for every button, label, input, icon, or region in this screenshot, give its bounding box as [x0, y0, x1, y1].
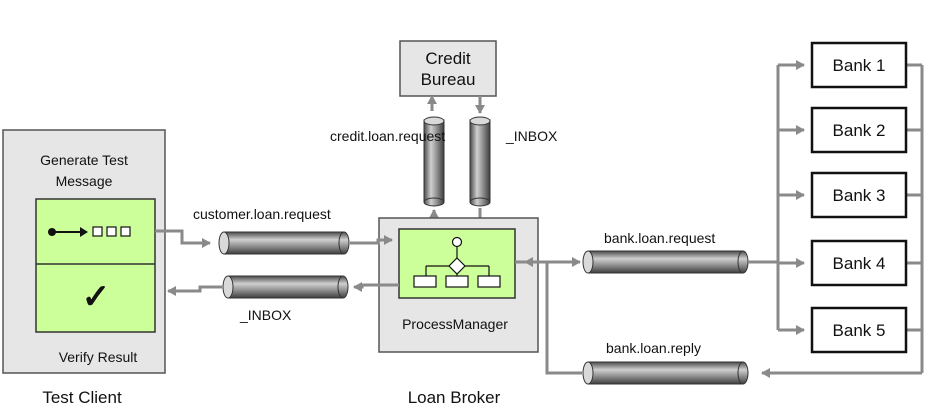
banks: Bank 1 Bank 2 Bank 3 Bank 4 Bank 5: [778, 41, 922, 354]
loan-broker-panel: ProcessManager: [378, 217, 539, 353]
customer-loan-request-label: customer.loan.request: [193, 206, 331, 222]
bank-loan-reply-label: bank.loan.reply: [606, 340, 701, 356]
arrow-inbox-to-client: [167, 285, 222, 296]
bank-box-1: [810, 41, 908, 89]
bank-label-3: Bank 3: [833, 186, 886, 205]
generate-test-label-line2: Message: [56, 173, 113, 189]
channel-customer-loan-request: [218, 231, 350, 255]
arrow-reply-to-pm: [524, 257, 582, 375]
credit-loan-request-label: credit.loan.request: [330, 128, 445, 144]
credit-inbox-label: _INBOX: [505, 128, 558, 144]
bank-box-2: [810, 106, 908, 154]
bank-label-2: Bank 2: [833, 121, 886, 140]
message-sequence-icon: [48, 226, 131, 237]
checkmark-icon: ✓: [82, 278, 111, 316]
arrow-pm-to-inbox: [353, 282, 399, 292]
bank-label-5: Bank 5: [833, 321, 886, 340]
customer-inbox-label: _INBOX: [239, 307, 292, 323]
process-manager-label: ProcessManager: [402, 316, 508, 332]
bank-loan-request-label: bank.loan.request: [604, 230, 715, 246]
channel-bank-loan-request: [582, 250, 749, 274]
test-client-label: Test Client: [42, 388, 122, 407]
channel-credit-inbox: [469, 116, 491, 207]
credit-bureau-label-line2: Bureau: [421, 70, 476, 89]
bank-box-3: [810, 171, 908, 219]
loan-broker-label: Loan Broker: [408, 388, 501, 407]
bank-box-4: [810, 239, 908, 287]
bank-box-5: [810, 306, 908, 354]
credit-bureau-label-line1: Credit: [425, 49, 471, 68]
process-manager-icon: [413, 236, 501, 288]
channel-credit-loan-request: [423, 116, 445, 207]
bank-label-4: Bank 4: [833, 254, 886, 273]
credit-bureau: Credit Bureau: [399, 40, 497, 97]
generate-test-label-line1: Generate Test: [40, 152, 128, 168]
channel-bank-loan-reply: [582, 361, 749, 385]
arrow-customer-request-to-pm: [350, 235, 393, 245]
test-client-panel: Generate Test Message ✓ Verify Result: [2, 129, 166, 374]
arrow-client-to-customer-request: [155, 229, 211, 248]
bank-label-1: Bank 1: [833, 56, 886, 75]
verify-result-label: Verify Result: [59, 349, 138, 365]
channel-customer-inbox: [222, 275, 349, 299]
